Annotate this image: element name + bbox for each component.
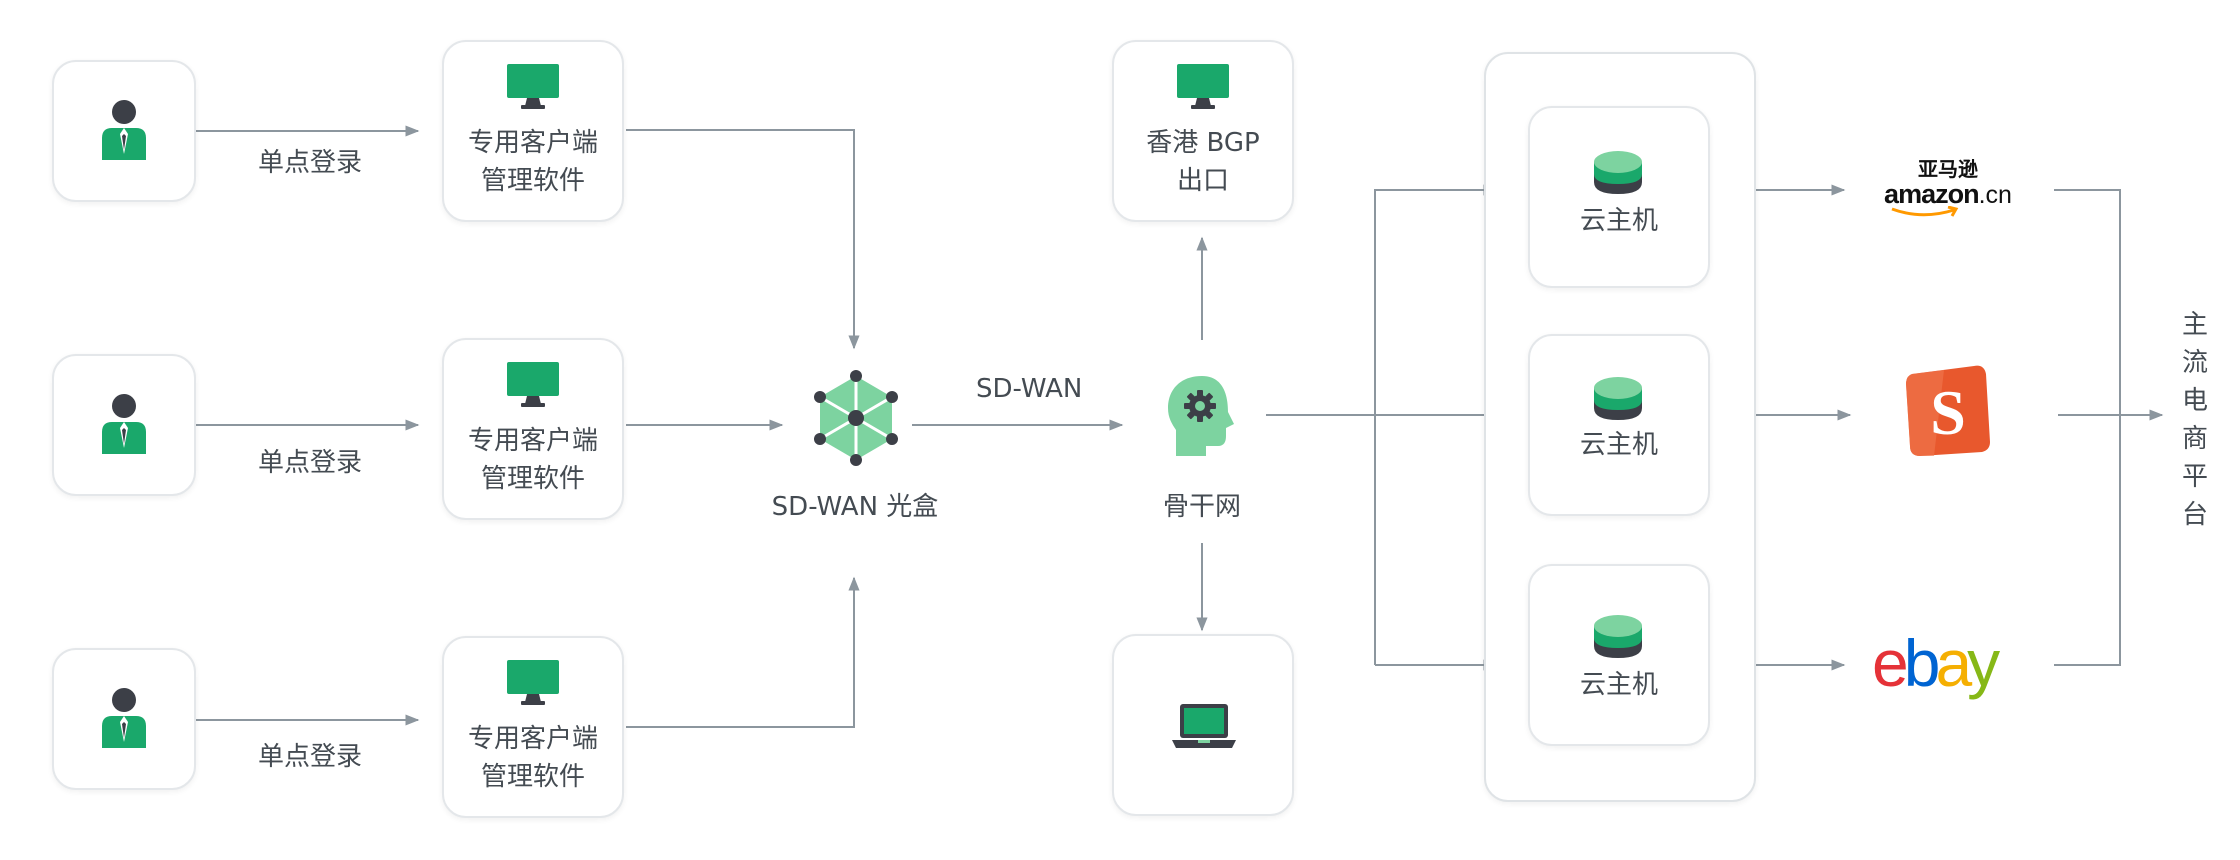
ecommerce-platforms-label: 主 流 电 商 平 台: [2180, 306, 2210, 534]
single-sign-on-label: 单点登录: [258, 448, 363, 478]
database-icon: [1594, 151, 1642, 194]
user-icon: [102, 688, 146, 748]
ebay-letter-b: b: [1903, 626, 1941, 700]
arrow-client3-hub: [626, 576, 860, 728]
user-icon: [102, 394, 146, 454]
target-char: 商: [2181, 424, 2208, 454]
client-software-label: 专用客户端 管理软件: [442, 422, 624, 498]
cloud-host-label: 云主机: [1579, 430, 1658, 460]
client-label-line1: 专用客户端: [467, 128, 598, 158]
laptop-icon: [1172, 704, 1236, 748]
single-sign-on-label: 单点登录: [258, 742, 363, 772]
cloud-host-label: 云主机: [1579, 670, 1658, 700]
bgp-label-line1: 香港 BGP: [1146, 128, 1260, 158]
amazon-smile-icon: [1891, 206, 1959, 217]
shopify-logo-icon[interactable]: S: [1904, 364, 1992, 456]
client-label-line2: 管理软件: [480, 464, 585, 494]
amazon-logo-wordmark: amazon: [1884, 179, 1980, 209]
sd-wan-link-label: SD-WAN: [976, 374, 1083, 404]
monitor-icon: [507, 362, 559, 407]
client-label-line2: 管理软件: [480, 762, 585, 792]
cloud-host-label: 云主机: [1579, 206, 1658, 236]
client-software-label: 专用客户端 管理软件: [442, 124, 624, 200]
ebay-logo[interactable]: ebay: [1872, 626, 2000, 700]
database-icon: [1594, 377, 1642, 420]
target-char: 流: [2181, 348, 2208, 378]
ebay-letter-y: y: [1967, 626, 2000, 700]
cloud-host-box-1: [1528, 106, 1710, 288]
bgp-label-line2: 出口: [1176, 166, 1229, 196]
single-sign-on-label: 单点登录: [258, 148, 363, 178]
shopify-logo-letter: S: [1930, 377, 1966, 448]
amazon-logo-suffix: .cn: [1978, 181, 2012, 209]
monitor-icon: [507, 660, 559, 705]
client-label-line1: 专用客户端: [467, 426, 598, 456]
target-char: 台: [2181, 500, 2208, 530]
bgp-exit-label: 香港 BGP 出口: [1112, 124, 1294, 200]
arrow-client1-hub: [626, 129, 860, 350]
brain-gear-icon: [1168, 376, 1234, 456]
backbone-label: 骨干网: [1162, 492, 1241, 522]
monitor-icon: [1177, 64, 1229, 109]
client-software-label: 专用客户端 管理软件: [442, 720, 624, 796]
user-icon: [102, 100, 146, 160]
client-label-line2: 管理软件: [480, 166, 585, 196]
hub-label: SD-WAN 光盒: [771, 492, 939, 522]
target-char: 平: [2181, 462, 2208, 492]
cloud-host-box-2: [1528, 334, 1710, 516]
network-hub-icon: [814, 370, 898, 466]
target-char: 电: [2181, 386, 2208, 416]
database-icon: [1594, 615, 1642, 658]
amazon-logo[interactable]: 亚马逊 amazon.cn: [1880, 158, 2016, 218]
arrow-trunk-host1: [1374, 184, 1498, 665]
client-label-line1: 专用客户端: [467, 724, 598, 754]
line-amazon-join: [2054, 189, 2121, 666]
amazon-logo-cn-text: 亚马逊: [1918, 157, 1978, 181]
monitor-icon: [507, 64, 559, 109]
ebay-letter-e: e: [1872, 626, 1909, 700]
ebay-letter-a: a: [1935, 626, 1972, 700]
target-char: 主: [2181, 310, 2208, 340]
